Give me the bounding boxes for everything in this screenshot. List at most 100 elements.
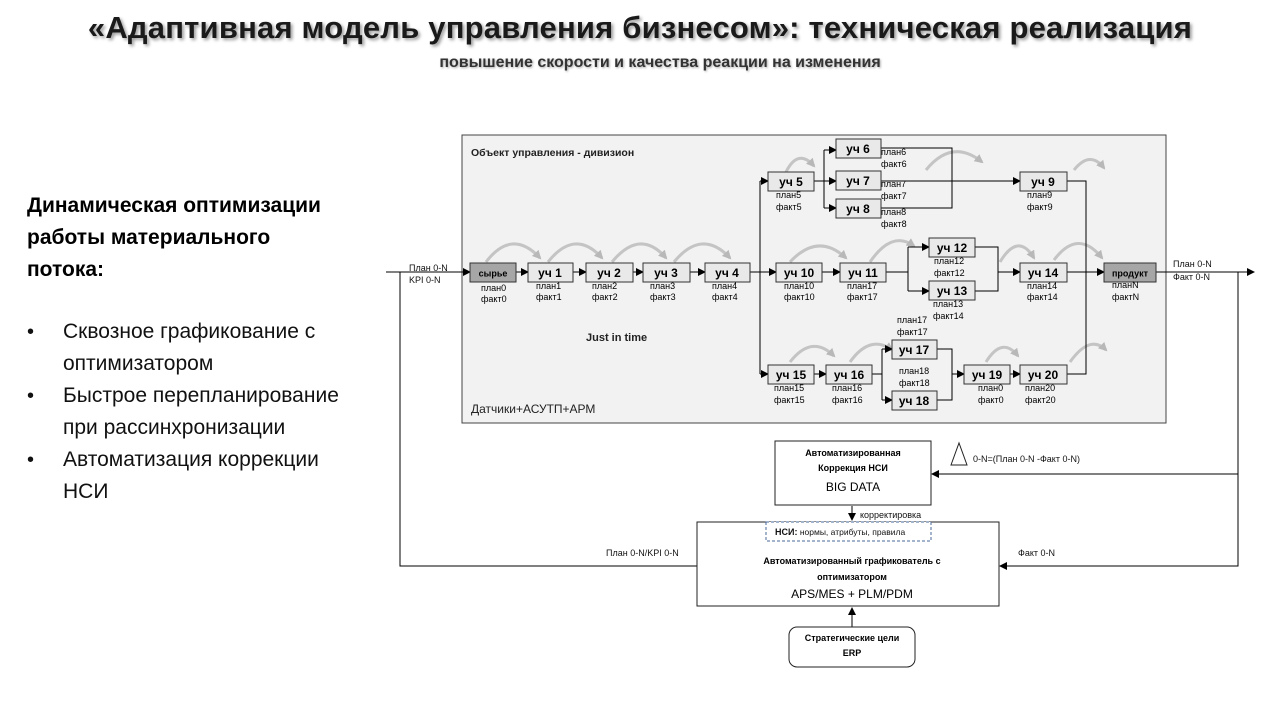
svg-text:Коррекция НСИ: Коррекция НСИ [818,463,888,473]
svg-text:уч 16: уч 16 [834,368,865,382]
svg-text:план0: план0 [481,283,506,293]
svg-text:план20: план20 [1025,383,1055,393]
svg-text:факт18: факт18 [899,378,930,388]
svg-text:уч 2: уч 2 [597,266,621,280]
list-item: • Автоматизация коррекции НСИ [27,444,357,508]
bullet-text: Быстрое перепланирование при рассинхрони… [63,384,339,439]
svg-text:факт20: факт20 [1025,395,1056,405]
svg-text:факт12: факт12 [934,268,965,278]
svg-text:факт17: факт17 [897,327,928,337]
svg-text:факт7: факт7 [881,191,907,201]
correction-label: корректировка [860,510,921,520]
svg-text:план13: план13 [933,299,963,309]
svg-text:факт1: факт1 [536,292,562,302]
benefit-list: • Сквозное графикование с оптимизатором •… [27,316,357,508]
node-u1: уч 1 план1 факт1 [527,262,574,302]
svg-text:план16: план16 [832,383,862,393]
node-u7: уч 7 план7 факт7 [835,170,907,201]
svg-text:уч 20: уч 20 [1028,368,1059,382]
svg-text:Автоматизированная: Автоматизированная [805,448,901,458]
bullet-text: Сквозное графикование с оптимизатором [63,320,316,375]
svg-text:план15: план15 [774,383,804,393]
flow-lines [386,146,1255,627]
nsi-label: НСИ: нормы, атрибуты, правила [775,527,906,537]
output-fact-label: Факт 0-N [1173,272,1210,282]
node-u12: уч 12 план12 факт12 [928,237,976,278]
feedback-plan-label: План 0-N/KPI 0-N [606,548,679,558]
svg-text:план14: план14 [1027,281,1057,291]
svg-text:BIG DATA: BIG DATA [826,480,880,494]
svg-text:уч 19: уч 19 [972,368,1003,382]
node-raw: сырье план0 факт0 [469,262,517,304]
bullet-icon: • [27,449,35,471]
node-u17: план17 факт17 уч 17 [891,315,938,360]
svg-text:план5: план5 [776,190,801,200]
svg-text:продукт: продукт [1112,269,1149,279]
node-u15: уч 15 план15 факт15 [767,364,815,405]
svg-text:уч 4: уч 4 [715,266,739,280]
node-u19: уч 19 план0 факт0 [963,364,1011,405]
svg-text:план7: план7 [881,179,906,189]
node-u20: уч 20 план20 факт20 [1019,364,1068,405]
page-subtitle: повышение скорости и качества реакции на… [439,54,881,71]
svg-text:планN: планN [1112,280,1139,290]
svg-text:уч 15: уч 15 [776,368,807,382]
object-footer: Датчики+АСУТП+АРМ [471,402,595,416]
svg-text:план18: план18 [899,366,929,376]
bullet-text: Автоматизация коррекции НСИ [63,448,319,503]
svg-text:план10: план10 [784,281,814,291]
node-u16: уч 16 план16 факт16 [825,364,873,405]
svg-text:уч 7: уч 7 [846,174,870,188]
svg-text:факт3: факт3 [650,292,676,302]
svg-text:сырье: сырье [479,269,508,279]
svg-text:уч 3: уч 3 [654,266,678,280]
svg-text:факт16: факт16 [832,395,863,405]
node-u14: уч 14 план14 факт14 [1019,262,1068,302]
svg-text:факт14: факт14 [933,311,964,321]
svg-text:уч 1: уч 1 [538,266,562,280]
svg-text:фактN: фактN [1112,292,1139,302]
page-title: «Адаптивная модель управления бизнесом»:… [87,10,1193,45]
left-heading: Динамическая оптимизации работы материал… [27,194,321,281]
svg-text:Автоматизированный графикова: Автоматизированный графикователь с [763,556,940,566]
node-u9: уч 9 план9 факт9 [1019,171,1068,212]
svg-text:Стратегические цели: Стратегические цели [805,633,900,643]
object-title: Объект управления - дивизион [471,147,634,159]
node-u4: уч 4 план4 факт4 [704,262,751,302]
svg-text:факт8: факт8 [881,219,907,229]
svg-text:факт0: факт0 [978,395,1004,405]
svg-text:факт2: факт2 [592,292,618,302]
svg-text:уч 14: уч 14 [1028,266,1059,280]
svg-text:план9: план9 [1027,190,1052,200]
node-u5: уч 5 план5 факт5 [767,171,815,212]
svg-text:факт17: факт17 [847,292,878,302]
svg-text:план1: план1 [536,281,561,291]
output-plan-label: План 0-N [1173,259,1212,269]
strategy-box: Стратегические цели ERP [788,626,916,668]
svg-text:уч 17: уч 17 [899,343,930,357]
svg-text:факт4: факт4 [712,292,738,302]
svg-text:план8: план8 [881,207,906,217]
node-u8: уч 8 план8 факт8 [835,198,907,229]
node-u2: уч 2 план2 факт2 [585,262,634,302]
svg-text:факт14: факт14 [1027,292,1058,302]
svg-text:план12: план12 [934,256,964,266]
node-u18: план18 факт18 уч 18 [891,366,938,411]
node-u3: уч 3 план3 факт3 [642,262,691,302]
jit-label: Just in time [586,332,647,344]
svg-text:план2: план2 [592,281,617,291]
svg-text:уч 13: уч 13 [937,284,968,298]
svg-text:APS/MES + PLM/PDM: APS/MES + PLM/PDM [791,587,913,601]
svg-text:факт0: факт0 [481,294,507,304]
delta-icon [950,441,968,466]
node-u10: уч 10 план10 факт10 [775,262,823,302]
scheduler-box: НСИ: нормы, атрибуты, правила Автоматизи… [696,521,1000,607]
node-product: продукт планN фактN [1103,262,1157,302]
svg-text:план3: план3 [650,281,675,291]
svg-text:уч 6: уч 6 [846,142,870,156]
feedback-fact-label: Факт 0-N [1018,548,1055,558]
svg-text:ERP: ERP [843,648,862,658]
input-kpi-label: KPI 0-N [409,275,441,285]
input-plan-label: План 0-N [409,263,448,273]
